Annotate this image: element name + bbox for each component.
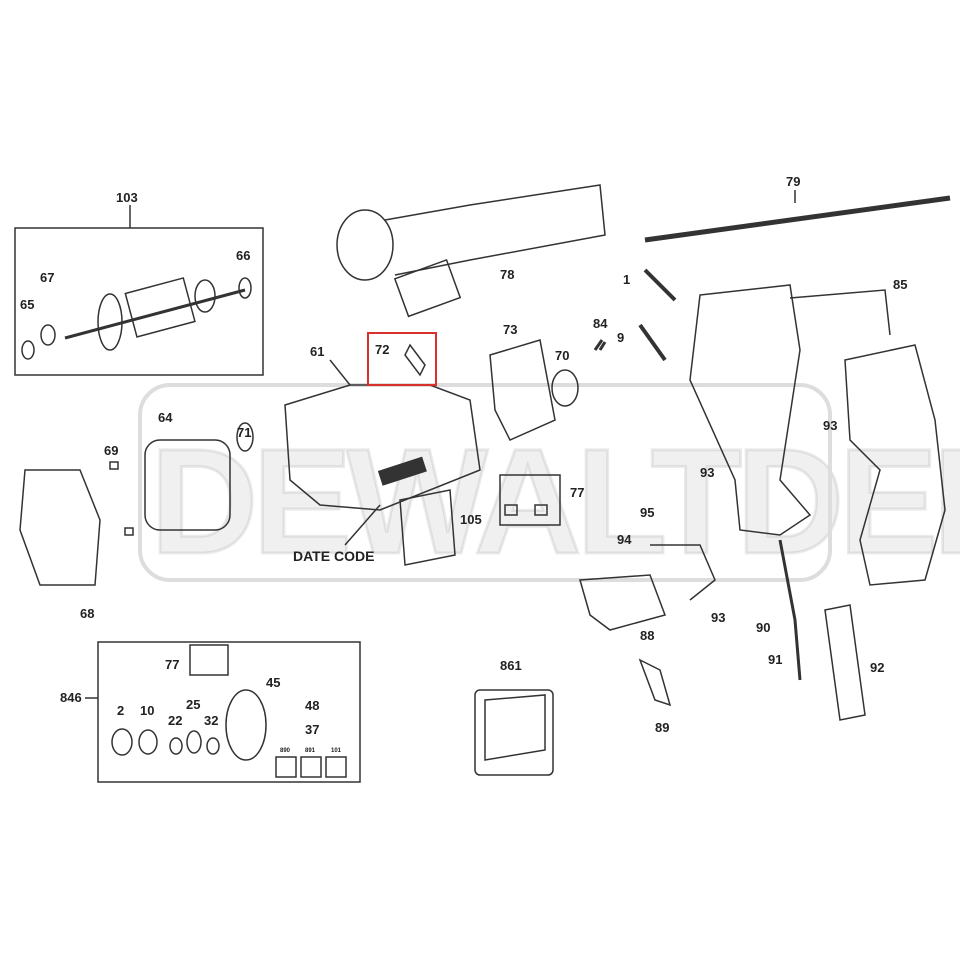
field-part (109, 422, 254, 536)
armature-part (21, 277, 252, 360)
part-label-85: 85 (893, 277, 908, 292)
part-label-89: 89 (655, 720, 670, 735)
part-label-45: 45 (266, 675, 281, 690)
highlight-box (367, 332, 437, 386)
part-label-91: 91 (768, 652, 783, 667)
part-label-90: 90 (756, 620, 771, 635)
ring-part (551, 369, 579, 407)
part-label-891: 891 (305, 748, 316, 754)
part-label-73: 73 (503, 322, 518, 337)
part-label-25: 25 (186, 697, 201, 712)
part-label-92: 92 (870, 660, 885, 675)
part-label-101: 101 (331, 748, 342, 754)
end-cap-part (19, 469, 101, 586)
part-label-79: 79 (786, 174, 801, 189)
watermark: DEWALTDEPOT (149, 416, 960, 587)
part-label-61: 61 (310, 344, 325, 359)
part-label-69: 69 (104, 443, 119, 458)
handle-half-left (689, 284, 812, 536)
cord-protector-part (824, 604, 866, 721)
part-label-84: 84 (593, 316, 608, 331)
kit-box (97, 641, 361, 783)
part-label-93-lower: 93 (711, 610, 726, 625)
part-label-105: 105 (460, 512, 482, 527)
part-label-48: 48 (305, 698, 320, 713)
part-label-68: 68 (80, 606, 95, 621)
part-label-66: 66 (236, 248, 251, 263)
part-label-94: 94 (617, 532, 632, 547)
part-label-1: 1 (623, 272, 631, 287)
part-label-77: 77 (570, 485, 585, 500)
part-label-32: 32 (204, 713, 219, 728)
part-label-70: 70 (555, 348, 570, 363)
depth-rod-part (644, 195, 951, 243)
label-plate-part (399, 489, 456, 566)
part-label-890: 890 (280, 748, 291, 754)
side-handle-part (336, 184, 606, 318)
part-label-37: 37 (305, 722, 320, 737)
part-label-22: 22 (168, 713, 183, 728)
part-label-67: 67 (40, 270, 55, 285)
part-label-65: 65 (20, 297, 35, 312)
part-label-103: 103 (116, 190, 138, 205)
part-label-77-kit: 77 (165, 657, 180, 672)
part-label-2: 2 (117, 703, 125, 718)
part-label-861: 861 (500, 658, 522, 673)
part-label-71: 71 (237, 425, 252, 440)
switch-part (579, 574, 666, 631)
part-label-72: 72 (375, 342, 390, 357)
part-label-93-upper: 93 (823, 418, 838, 433)
part-label-64: 64 (158, 410, 173, 425)
watermark-frame (138, 383, 832, 582)
part-label-88: 88 (640, 628, 655, 643)
part-label-10: 10 (140, 703, 155, 718)
case-box (474, 689, 554, 776)
part-label-95: 95 (640, 505, 655, 520)
armature-box (14, 227, 264, 376)
handle-half-right (844, 344, 946, 586)
part-label-78: 78 (500, 267, 515, 282)
date-code-label: DATE CODE (293, 548, 375, 564)
part-label-846: 846 (60, 690, 82, 705)
part-label-93-mid: 93 (700, 465, 715, 480)
brush-holder-part (489, 339, 556, 441)
part-label-9: 9 (617, 330, 625, 345)
